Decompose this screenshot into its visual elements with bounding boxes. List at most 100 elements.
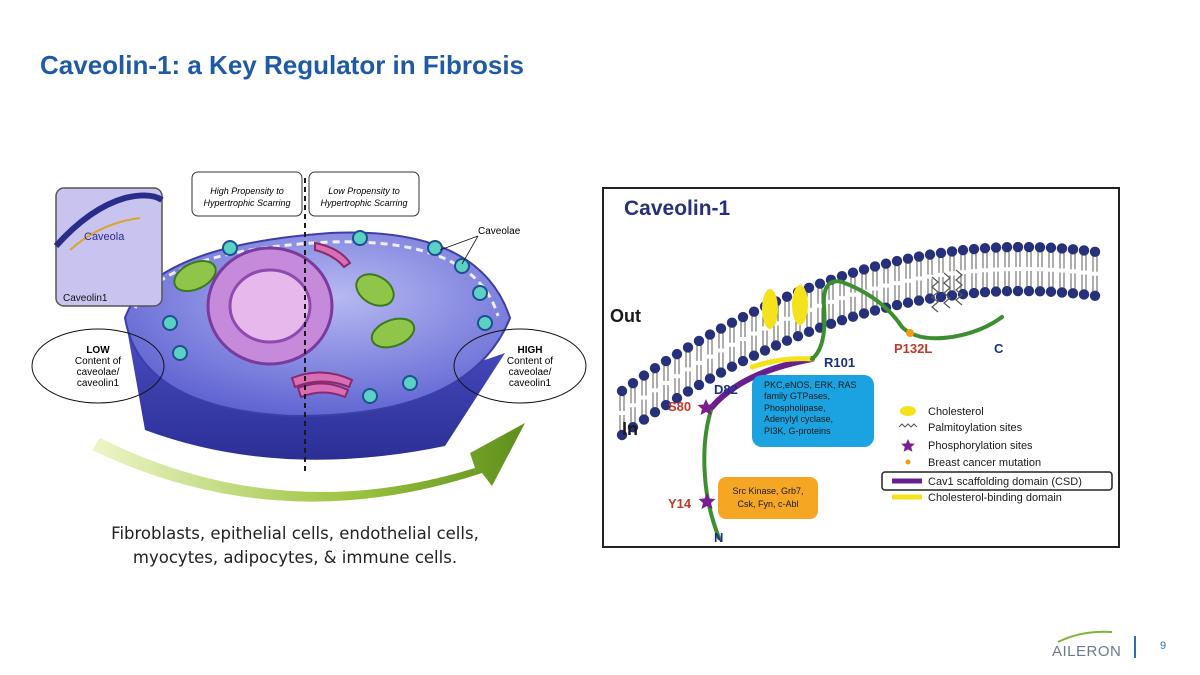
svg-text:HIGH: HIGH: [518, 345, 543, 356]
lipid-head: [979, 287, 991, 298]
lipid-head: [803, 282, 815, 294]
palmitoylation-sites: [931, 269, 963, 313]
residue-s80: S80: [668, 399, 691, 414]
lipid-head: [880, 258, 892, 269]
legend-item-cholesterol-binding: Cholesterol-binding domain: [892, 492, 1062, 504]
lipid-head: [913, 295, 925, 306]
legend-item-palmitoylation: Palmitoylation sites: [898, 422, 1023, 434]
low-content-oval: LOW Content of caveolae/ caveolin1: [31, 328, 165, 404]
lipid-head: [1078, 289, 1090, 300]
caveola-label: Caveola: [84, 231, 125, 243]
lipid-head: [913, 251, 925, 262]
svg-text:Csk, Fyn, c-Abl: Csk, Fyn, c-Abl: [737, 499, 798, 509]
lipid-head: [1056, 287, 1068, 298]
lipid-head: [660, 399, 672, 411]
svg-text:caveolin1: caveolin1: [77, 378, 120, 389]
svg-text:PI3K, G-proteins: PI3K, G-proteins: [764, 426, 831, 436]
svg-text:Phosphorylation sites: Phosphorylation sites: [928, 440, 1033, 452]
legend-item-cholesterol: Cholesterol: [900, 406, 984, 418]
lipid-head: [847, 267, 859, 278]
lipid-head: [1001, 286, 1013, 297]
lipid-head: [990, 242, 1002, 253]
residue-n: N: [714, 530, 723, 545]
lipid-head: [957, 244, 969, 256]
lipid-head: [1034, 286, 1046, 297]
lipid-head: [946, 246, 958, 257]
lipid-head: [748, 350, 760, 361]
lipid-head: [1078, 245, 1090, 256]
cell-diagram: Caveola Caveolin1 High Propensity to Hyp…: [31, 171, 587, 502]
lipid-head: [1023, 241, 1035, 253]
lipid-head: [627, 377, 639, 389]
lipid-head: [671, 392, 683, 404]
lipid-head: [990, 286, 1002, 297]
lipid-head: [737, 355, 749, 367]
caveolin1-label: Caveolin1: [63, 293, 108, 304]
lipid-head: [638, 370, 650, 381]
caveolin-title: Caveolin-1: [624, 197, 731, 220]
lipid-head: [649, 407, 661, 418]
svg-text:Hypertrophic Scarring: Hypertrophic Scarring: [203, 198, 290, 208]
caveola-inset: Caveola Caveolin1: [53, 187, 164, 307]
lipid-head: [682, 386, 694, 397]
lipid-head: [627, 421, 639, 433]
lipid-head: [770, 340, 782, 351]
svg-text:Content of: Content of: [507, 356, 553, 367]
svg-text:caveolae/: caveolae/: [77, 367, 120, 378]
cholesterol-icon: [900, 406, 916, 416]
lipid-head: [638, 414, 650, 425]
lipid-head: [858, 308, 870, 319]
residue-p132l: P132L: [894, 341, 932, 356]
lipid-head: [1001, 242, 1013, 253]
lipid-head: [858, 264, 870, 275]
legend-item-csd: Cav1 scaffolding domain (CSD): [881, 471, 1113, 491]
lipid-head: [1034, 242, 1046, 253]
lipid-head: [781, 335, 793, 346]
svg-text:PKC,eNOS, ERK, RAS: PKC,eNOS, ERK, RAS: [764, 380, 857, 390]
lipid-head: [693, 379, 705, 391]
svg-text:caveolin1: caveolin1: [509, 378, 552, 389]
residue-d82: D82: [714, 382, 738, 397]
lipid-head: [660, 355, 672, 367]
cell-body: [123, 178, 512, 473]
propensity-box-low: Low Propensity to Hypertrophic Scarring: [308, 171, 420, 217]
svg-text:Palmitoylation sites: Palmitoylation sites: [928, 422, 1023, 434]
lipid-head: [715, 367, 727, 378]
svg-text:Cav1 scaffolding domain (CSD): Cav1 scaffolding domain (CSD): [928, 476, 1082, 488]
caption-line-1: Fibroblasts, epithelial cells, endotheli…: [111, 524, 479, 543]
lipid-head: [704, 373, 716, 384]
out-label: Out: [610, 306, 641, 326]
svg-text:family GTPases,: family GTPases,: [764, 391, 830, 401]
lipid-head: [902, 253, 914, 264]
lipid-head: [979, 243, 991, 254]
lipid-head: [825, 318, 837, 330]
lipid-head: [814, 278, 826, 289]
lipid-head: [891, 255, 903, 267]
lipid-head: [649, 363, 661, 374]
lipid-head: [935, 291, 947, 303]
logo-swoosh-icon: [1057, 630, 1113, 643]
lipid-head: [693, 335, 705, 347]
lipid-head: [968, 243, 980, 255]
lipid-head: [704, 329, 716, 340]
svg-text:High Propensity to: High Propensity to: [210, 186, 284, 196]
lipid-head: [836, 314, 848, 326]
lipid-head: [1067, 288, 1079, 299]
svg-text:Phospholipase,: Phospholipase,: [764, 403, 826, 413]
lipid-head: [869, 305, 881, 316]
legend-item-phosphorylation: Phosphorylation sites: [901, 439, 1033, 452]
lipid-head: [847, 311, 859, 322]
palmitoylation-icon: [898, 423, 918, 428]
svg-text:Content of: Content of: [75, 356, 121, 367]
legend-item-mutation: Breast cancer mutation: [905, 457, 1041, 469]
progress-arrow: [92, 423, 525, 502]
residue-r101: R101: [824, 355, 855, 370]
lipid-head: [869, 261, 881, 272]
interactors-box-orange: Src Kinase, Grb7, Csk, Fyn, c-Abl: [718, 477, 818, 519]
lipid-head: [1023, 285, 1035, 297]
lipid-head: [902, 297, 914, 308]
lipid-head: [737, 311, 749, 323]
lipid-head: [792, 330, 804, 342]
high-content-oval: HIGH Content of caveolae/ caveolin1: [453, 328, 587, 404]
lipid-head: [1067, 244, 1079, 255]
